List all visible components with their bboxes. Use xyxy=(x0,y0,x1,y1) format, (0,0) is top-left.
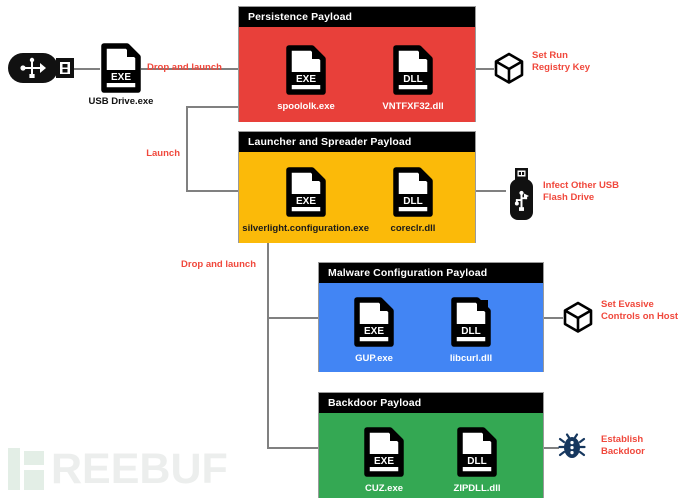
outcome-line-2: Flash Drive xyxy=(543,192,595,203)
payload-body-launcher: EXE silverlight.configuration.exe DLL co… xyxy=(239,152,475,243)
file-type-label: EXE xyxy=(374,456,394,467)
file-label-gup-exe: GUP.exe xyxy=(355,353,393,364)
edge-label-drop-and-launch-2: Drop and launch xyxy=(181,259,256,270)
connector-trunk-into-blue xyxy=(267,317,319,319)
file-type-label: EXE xyxy=(296,196,316,207)
bug-icon xyxy=(558,433,586,460)
file-label-libcurl-dll: libcurl.dll xyxy=(449,353,493,364)
outcome-label-infect-other-usb: Infect Other USB Flash Drive xyxy=(543,180,619,204)
file-type-label: DLL xyxy=(467,456,486,467)
outcome-line-1: Establish xyxy=(601,434,644,445)
connector-launch-into-amber xyxy=(186,190,240,192)
payload-body-backdoor: EXE CUZ.exe DLL ZIPDLL.dll xyxy=(319,413,543,498)
outcome-label-establish-backdoor: Establish Backdoor xyxy=(601,434,645,458)
payload-title-backdoor: Backdoor Payload xyxy=(319,393,543,413)
outcome-line-1: Set Run xyxy=(532,50,568,61)
outcome-line-1: Infect Other USB xyxy=(543,180,620,191)
outcome-label-set-run-registry-key: Set Run Registry Key xyxy=(532,50,590,74)
cube-icon xyxy=(563,301,593,333)
file-type-label: DLL xyxy=(461,326,480,337)
file-icon-usb-drive-exe: EXE xyxy=(101,43,141,93)
file-icon-spoololk-exe: EXE spoololk.exe xyxy=(277,45,335,112)
freebuf-logo-icon xyxy=(8,448,44,490)
outcome-label-set-evasive-controls: Set Evasive Controls on Host xyxy=(601,299,678,323)
payload-box-launcher: Launcher and Spreader Payload EXE silver… xyxy=(238,131,476,243)
connector-launch-vertical xyxy=(186,106,188,191)
edge-label-drop-and-launch-1: Drop and launch xyxy=(147,62,222,73)
file-label-cuz-exe: CUZ.exe xyxy=(364,483,404,494)
payload-body-configuration: EXE GUP.exe DLL libcurl.dll xyxy=(319,283,543,372)
file-icon-gup-exe: EXE GUP.exe xyxy=(354,297,394,364)
outcome-line-2: Controls on Host xyxy=(601,311,679,322)
file-type-label: DLL xyxy=(403,74,422,85)
payload-title-configuration: Malware Configuration Payload xyxy=(319,263,543,283)
outcome-line-1: Set Evasive xyxy=(601,299,654,310)
usb-drive-icon xyxy=(8,53,74,83)
file-icon-cuz-exe: EXE CUZ.exe xyxy=(364,427,404,494)
usb-flash-drive-icon xyxy=(506,168,536,220)
payload-box-configuration: Malware Configuration Payload EXE GUP.ex… xyxy=(318,262,544,372)
file-label-silverlight-configuration-exe: silverlight.configuration.exe xyxy=(242,223,369,234)
cube-icon xyxy=(494,52,524,84)
file-icon-libcurl-dll: DLL libcurl.dll xyxy=(450,297,492,364)
label-usb-drive-exe: USB Drive.exe xyxy=(88,96,154,107)
connector-usb-to-exe xyxy=(68,68,100,70)
edge-label-launch: Launch xyxy=(146,148,180,159)
file-type-label: DLL xyxy=(403,196,422,207)
payload-title-launcher: Launcher and Spreader Payload xyxy=(239,132,475,152)
file-label-zipdll-dll: ZIPDLL.dll xyxy=(453,483,501,494)
file-label-coreclr-dll: coreclr.dll xyxy=(390,223,436,234)
file-label-vntfxf32-dll: VNTFXF32.dll xyxy=(382,101,444,112)
file-icon-zipdll-dll: DLL ZIPDLL.dll xyxy=(454,427,500,494)
file-type-label: EXE xyxy=(296,74,316,85)
outcome-line-2: Registry Key xyxy=(532,62,591,73)
outcome-line-2: Backdoor xyxy=(601,446,645,457)
payload-box-backdoor: Backdoor Payload EXE CUZ.exe DLL ZIP xyxy=(318,392,544,498)
file-icon-coreclr-dll: DLL coreclr.dll xyxy=(391,167,435,234)
file-type-label: EXE xyxy=(111,72,131,83)
freebuf-wordmark: REEBUF xyxy=(51,445,228,493)
payload-box-persistence: Persistence Payload EXE spoololk.exe DLL xyxy=(238,6,476,122)
file-type-label: EXE xyxy=(364,326,384,337)
connector-exe-to-persistence xyxy=(141,68,239,70)
file-icon-silverlight-configuration-exe: EXE silverlight.configuration.exe xyxy=(242,167,369,234)
payload-body-persistence: EXE spoololk.exe DLL VNTFXF32.dll xyxy=(239,27,475,122)
freebuf-watermark: REEBUF xyxy=(8,445,228,493)
connector-drop-launch-trunk xyxy=(267,240,269,448)
file-label-spoololk-exe: spoololk.exe xyxy=(277,101,335,112)
connector-trunk-into-green xyxy=(267,447,319,449)
connector-persistence-branch-top xyxy=(186,106,240,108)
payload-title-persistence: Persistence Payload xyxy=(239,7,475,27)
file-icon-vntfxf32-dll: DLL VNTFXF32.dll xyxy=(382,45,444,112)
